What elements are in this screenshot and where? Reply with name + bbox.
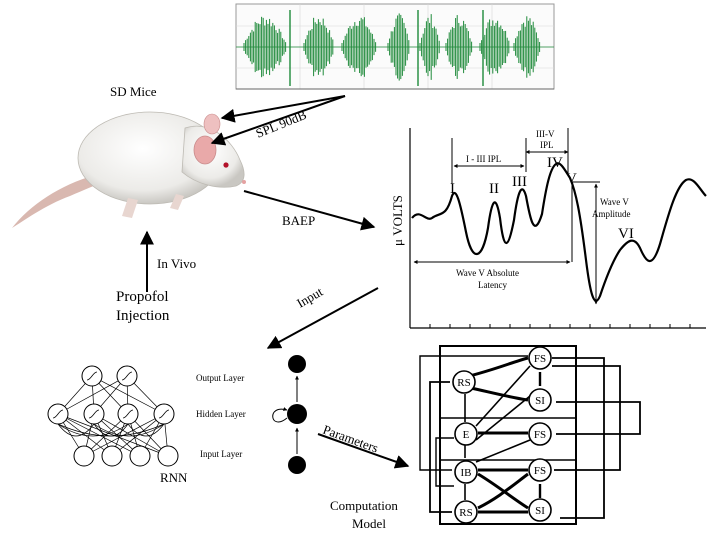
sigmoid-icon — [158, 409, 170, 419]
hidden-recurrent-loop — [272, 407, 288, 423]
wave-iv-label: IV — [547, 155, 563, 171]
sigmoid-icon — [121, 371, 133, 381]
i-iii-ipl-label: I - III IPL — [466, 154, 501, 164]
parameters-arrow — [317, 433, 410, 469]
wave-v-label: V — [566, 171, 577, 187]
wave-i-label: I — [450, 181, 455, 197]
rnn-edge — [57, 413, 113, 457]
hidden-layer-label: Hidden Layer — [196, 409, 246, 419]
hidden-layer-node — [287, 404, 307, 424]
rnn-neuron — [101, 445, 123, 467]
injection-label-line1: Propofol — [116, 289, 169, 305]
latency-label-line1: Wave V Absolute — [456, 268, 519, 278]
baep-y-axis-label: μ VOLTS — [390, 195, 405, 246]
amplitude-label-line2: Amplitude — [592, 209, 631, 219]
cell-fs-low — [528, 458, 552, 482]
sound-to-mouse-arrow — [220, 95, 346, 123]
sigmoid-icon — [52, 409, 64, 419]
rnn-recurrent-edge — [57, 423, 129, 437]
mouse-illustration — [12, 111, 246, 228]
sound-to-ear-arrow — [210, 95, 346, 146]
rnn-connections — [57, 375, 169, 457]
rnn-neuron — [129, 445, 151, 467]
rnn-recurrent-edge — [127, 423, 165, 437]
output-layer-node — [288, 355, 306, 373]
cell-label-si-top: SI — [535, 395, 545, 407]
cell-label-rs-bot: RS — [459, 507, 472, 519]
rnn-layer-diagram — [272, 355, 307, 474]
input-layer-label: Input Layer — [200, 449, 242, 459]
baep-trace — [411, 162, 707, 302]
wave-ii-label: II — [489, 181, 499, 197]
cell-si-bot — [528, 498, 552, 522]
computation-model: RS FS SI E FS IB FS RS SI — [419, 345, 641, 525]
sigmoid-icon — [86, 371, 98, 381]
baep-x-ticks — [429, 324, 691, 328]
cell-label-si-bot: SI — [535, 505, 545, 517]
rnn-nodes — [47, 365, 179, 467]
input-label: Input — [294, 284, 326, 311]
model-label-line2: Model — [352, 516, 386, 531]
cell-rs-top — [452, 370, 476, 394]
parameters-label: Parameters — [321, 422, 380, 456]
rnn-neuron — [157, 445, 179, 467]
input-layer-node — [288, 456, 306, 474]
model-middle-band — [439, 417, 577, 461]
iii-v-ipl-label-line2: IPL — [540, 140, 554, 150]
baep-label: BAEP — [282, 213, 315, 228]
rnn-recurrent-edge — [93, 423, 165, 437]
cell-label-fs-mid: FS — [534, 429, 546, 441]
in-vivo-label: In Vivo — [157, 256, 196, 271]
cell-fs-mid — [528, 422, 552, 446]
rnn-label: RNN — [160, 470, 188, 485]
cell-fs-top — [528, 346, 552, 370]
model-cells: RS FS SI E FS IB FS RS SI — [452, 346, 552, 524]
rnn-edge — [91, 375, 165, 415]
amplitude-label-line1: Wave V — [600, 197, 629, 207]
wave-iii-label: III — [512, 174, 527, 190]
cell-e — [454, 422, 478, 446]
output-layer-label: Output Layer — [196, 373, 244, 383]
sound-waveform-panel — [235, 3, 555, 90]
rnn-recurrent-edge — [93, 423, 129, 437]
rnn-edge — [57, 413, 169, 457]
baep-arrow — [243, 190, 376, 231]
rnn-recurrent-edge — [57, 423, 95, 437]
rnn-edge — [93, 413, 169, 457]
rnn-edge — [57, 375, 128, 415]
input-arrow — [266, 287, 379, 349]
model-label-line1: Computation — [330, 498, 398, 513]
cell-label-fs-top: FS — [534, 353, 546, 365]
cell-label-e: E — [463, 429, 470, 441]
model-connections — [419, 355, 641, 519]
rnn-neuron — [73, 445, 95, 467]
cell-rs-bot — [454, 500, 478, 524]
rnn-network — [47, 365, 179, 467]
sigmoid-icon — [88, 409, 100, 419]
sigmoid-icon — [122, 409, 134, 419]
latency-label-line2: Latency — [478, 280, 507, 290]
waveform-signal — [243, 10, 541, 86]
cell-label-rs-top: RS — [457, 377, 470, 389]
mouse-label: SD Mice — [110, 84, 157, 99]
wave-vi-label: VI — [618, 226, 634, 242]
baep-waveform-panel — [409, 128, 707, 329]
cell-ib — [454, 460, 478, 484]
cell-si-top — [528, 388, 552, 412]
iii-v-ipl-label-line1: III-V — [536, 129, 555, 139]
injection-label-line2: Injection — [116, 308, 170, 324]
rnn-edge — [57, 413, 141, 457]
cell-label-ib: IB — [461, 467, 472, 479]
cell-label-fs-low: FS — [534, 465, 546, 477]
